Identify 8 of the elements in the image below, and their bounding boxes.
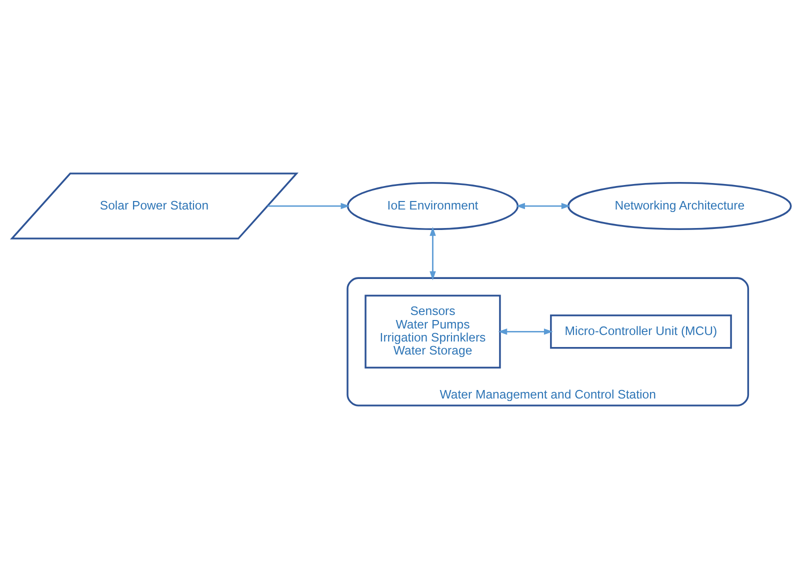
node-ellipse: Networking Architecture <box>568 182 792 230</box>
arrow <box>268 202 350 209</box>
arrow <box>430 226 436 280</box>
node-ellipse: IoE Environment <box>346 182 519 230</box>
node-box: Sensors Water Pumps Irrigation Sprinklers Water Storage <box>364 294 501 368</box>
node-box: Micro-Controller Unit (MCU) <box>550 314 732 348</box>
arrow <box>498 328 553 334</box>
arrow <box>516 202 570 209</box>
